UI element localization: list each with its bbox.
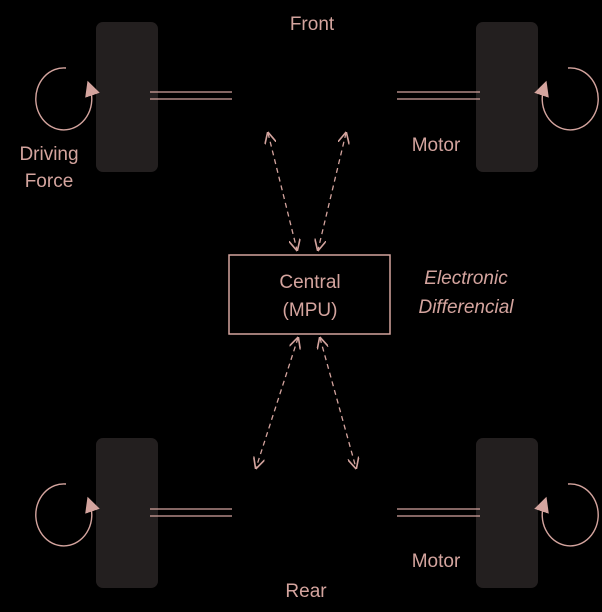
rotation-arrow-icon-rear-left — [35, 483, 100, 547]
wheel-front-right — [476, 22, 538, 172]
front-label: Front — [290, 14, 335, 35]
shaft-rear-left — [150, 508, 232, 517]
rotation-arrow-icon-front-right — [534, 67, 599, 131]
motor-label-front: Motor — [412, 135, 461, 156]
signal-arrow-front-right — [318, 133, 346, 250]
shaft-front-left — [150, 91, 232, 100]
shaft-rear-right — [397, 508, 480, 517]
central-mpu-box — [228, 254, 391, 335]
shaft-front-right — [397, 91, 480, 100]
rotation-arrow-icon-rear-right — [534, 483, 599, 547]
rear-label: Rear — [285, 581, 327, 602]
signal-arrow-rear-left — [256, 338, 298, 468]
wheel-rear-left — [96, 438, 158, 588]
wheel-rear-right — [476, 438, 538, 588]
rotation-arrow-icon-front-left — [35, 67, 100, 131]
mpu-label: (MPU) — [283, 300, 338, 321]
signal-arrow-front-left — [268, 133, 297, 250]
driving-force-label-line1: Driving — [19, 144, 78, 165]
signal-arrow-rear-right — [320, 338, 356, 468]
driving-force-label-line2: Force — [25, 171, 74, 192]
electronic-differential-label-line2: Differencial — [418, 297, 514, 318]
electronic-differential-label-line1: Electronic — [424, 268, 508, 289]
wheel-front-left — [96, 22, 158, 172]
central-label: Central — [279, 272, 340, 293]
motor-label-rear: Motor — [412, 551, 461, 572]
